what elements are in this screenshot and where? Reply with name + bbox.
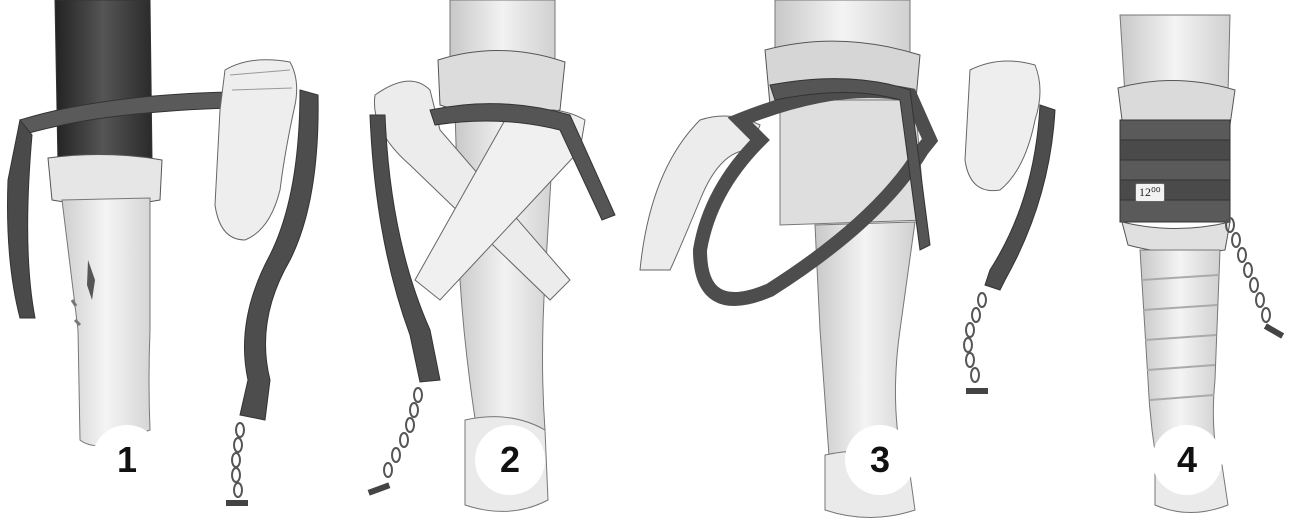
- lower-sleeve-fold: [1122, 222, 1230, 253]
- step-number-1-label: 1: [117, 439, 137, 481]
- chain: [1226, 218, 1270, 322]
- strap-left-tail: [8, 120, 36, 318]
- step-number-3-label: 3: [870, 439, 890, 481]
- step-number-4: 4: [1152, 425, 1222, 495]
- step-3-panel: 3: [630, 0, 1070, 532]
- hand: [215, 60, 297, 240]
- toggle-bar: [226, 500, 248, 506]
- tourniquet-wrap: [1120, 120, 1230, 222]
- right-hand: [965, 61, 1040, 191]
- trouser-leg: [55, 0, 152, 165]
- step-number-2-label: 2: [500, 439, 520, 481]
- step-number-3: 3: [845, 425, 915, 495]
- step-number-4-label: 4: [1177, 439, 1197, 481]
- chain: [964, 293, 986, 382]
- tourniquet-time-tag: 12⁰⁰: [1135, 183, 1165, 202]
- step-number-2: 2: [475, 425, 545, 495]
- chain: [384, 388, 422, 477]
- step-2-panel: 2: [330, 0, 630, 532]
- step-4-panel: 12⁰⁰ 4: [1080, 0, 1308, 532]
- tourniquet-time-label: 12⁰⁰: [1139, 185, 1161, 199]
- step-number-1: 1: [92, 425, 162, 495]
- step-1-panel: 1: [0, 0, 330, 532]
- toggle-bar: [1264, 323, 1284, 338]
- toggle-bar: [966, 388, 988, 394]
- chain: [232, 423, 244, 497]
- rolled-cuff: [48, 154, 162, 205]
- toggle-bar: [368, 482, 391, 495]
- step-1-illustration: [0, 0, 330, 532]
